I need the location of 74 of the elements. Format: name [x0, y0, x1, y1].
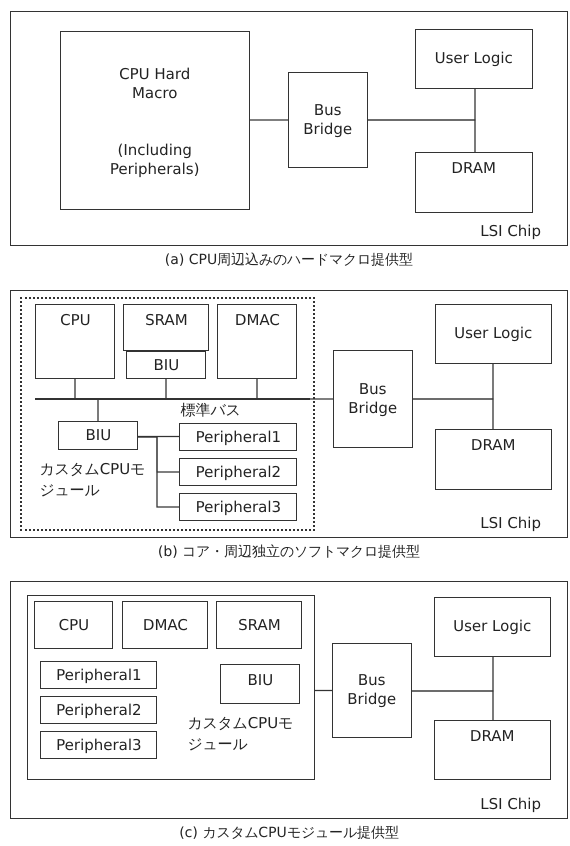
- module-box: [26, 594, 315, 780]
- module-label: カスタムCPUモジュール: [40, 458, 146, 501]
- block-box: [414, 28, 533, 89]
- block-label: Peripheral2: [56, 700, 142, 720]
- block-box: [58, 421, 138, 450]
- connector-line: [165, 379, 167, 398]
- block-label: DRAM: [470, 436, 516, 455]
- block-box: [332, 350, 413, 448]
- block-box: [40, 696, 158, 724]
- block-box: [220, 664, 300, 704]
- block-box: [179, 423, 298, 452]
- block-label: CPU: [58, 616, 90, 635]
- block-label: User Logic: [453, 617, 532, 636]
- figure-caption: (c) カスタムCPUモジュール提供型: [178, 824, 400, 842]
- block-label: DRAM: [470, 726, 514, 746]
- chip-label: LSI Chip: [480, 222, 541, 241]
- block-box: [434, 304, 552, 364]
- connector-line: [138, 436, 179, 438]
- block-box: [40, 731, 158, 760]
- block-box: [126, 351, 206, 380]
- block-box: [288, 72, 368, 168]
- block-box: [60, 30, 250, 210]
- connector-line: [368, 119, 476, 152]
- connector-line: [315, 690, 332, 692]
- connector-line: [413, 398, 494, 429]
- block-label: CPU Hard Macro: [118, 64, 192, 103]
- connector-line: [97, 400, 99, 421]
- figure-caption: (a) CPU周辺込みのハードマクロ提供型: [164, 251, 414, 269]
- block-box: [216, 601, 302, 650]
- block-box: [123, 304, 210, 352]
- block-label: DMAC: [142, 616, 188, 635]
- block-box: [179, 493, 298, 522]
- module-box: [20, 296, 315, 531]
- block-box: [122, 601, 208, 650]
- block-label: SRAM: [238, 616, 281, 635]
- block-label: Peripheral3: [196, 498, 282, 517]
- connector-line: [412, 690, 494, 720]
- chip-label: LSI Chip: [480, 795, 541, 814]
- bus-label: 標準バス: [180, 401, 240, 420]
- block-label: User Logic: [454, 324, 532, 344]
- connector-line: [256, 379, 258, 398]
- figure-caption: (b) コア・周辺独立のソフトマクロ提供型: [156, 543, 422, 561]
- block-label: DRAM: [451, 158, 496, 178]
- module-label: カスタムCPUモジュール: [188, 712, 294, 755]
- block-box: [414, 152, 533, 213]
- block-label: DMAC: [234, 311, 280, 330]
- block-label: Bus Bridge: [346, 671, 398, 710]
- block-label: BIU: [86, 426, 112, 446]
- block-label: Peripheral1: [196, 428, 282, 447]
- block-label: SRAM: [145, 311, 188, 330]
- block-box: [434, 428, 552, 490]
- block-box: [35, 304, 116, 380]
- block-box: [40, 661, 158, 690]
- block-box: [179, 458, 298, 486]
- block-label: Bus Bridge: [302, 100, 354, 139]
- block-box: [434, 596, 551, 657]
- block-label: Peripheral3: [56, 736, 142, 755]
- block-box: [332, 642, 412, 738]
- block-label: User Logic: [434, 49, 513, 68]
- block-label: BIU: [154, 356, 180, 375]
- block-label: (Including Peripherals): [108, 141, 200, 180]
- connector-line: [310, 398, 333, 400]
- block-label: CPU: [60, 311, 91, 330]
- block-label: BIU: [248, 671, 274, 690]
- block-box: [34, 601, 114, 650]
- block-box: [217, 304, 298, 380]
- connector-line: [250, 119, 288, 121]
- chip-label: LSI Chip: [480, 514, 541, 533]
- block-label: Peripheral2: [196, 462, 282, 482]
- block-label: Bus Bridge: [347, 380, 398, 418]
- connector-line: [138, 436, 179, 508]
- connector-line: [74, 379, 76, 398]
- block-box: [434, 720, 551, 780]
- block-label: Peripheral1: [56, 666, 142, 685]
